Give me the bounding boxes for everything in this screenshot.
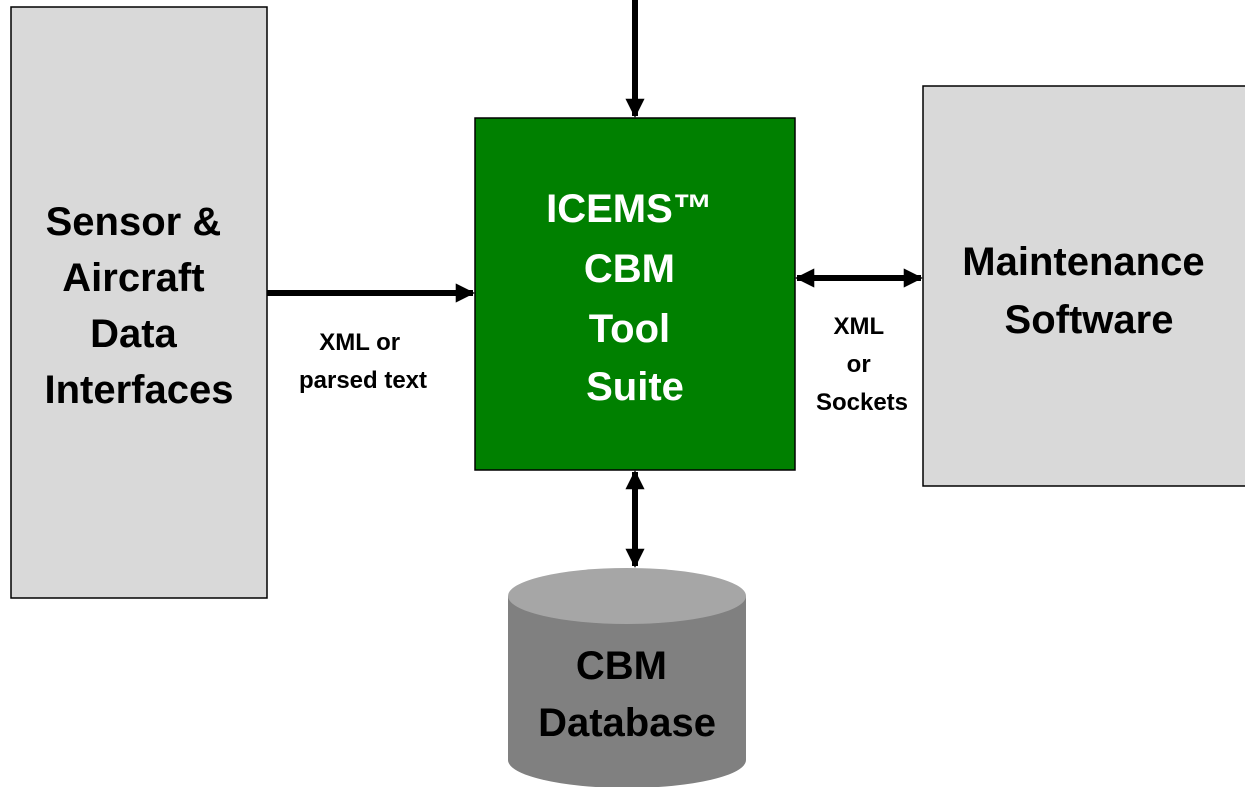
maintenance-edge-label-line-2: or bbox=[847, 351, 871, 378]
icems-tool-suite-node: ICEMS™ CBM Tool Suite bbox=[474, 117, 796, 471]
maintenance-label-line-1: Maintenance bbox=[962, 240, 1204, 284]
maintenance-edge-label-line-3: Sockets bbox=[816, 389, 908, 416]
sensor-edge-label-line-2: parsed text bbox=[299, 367, 427, 394]
svg-text:ICEMS™ CBM Tool: ICEMS™ CBM Tool Suite bbox=[546, 187, 724, 409]
sensor-label-line-3: Data bbox=[90, 312, 177, 356]
svg-text:Sensor & Aircraft: Sensor & Aircraft Data Interfaces bbox=[45, 200, 234, 412]
core-label-line-4: Suite bbox=[586, 365, 684, 409]
database-top bbox=[508, 568, 746, 624]
svg-text:CBM Database: CBM Database bbox=[538, 644, 716, 745]
sensor-edge-label-line-1: XML or bbox=[319, 329, 400, 356]
core-label-line-2: CBM bbox=[584, 247, 675, 291]
maintenance-edge-label-line-1: XML bbox=[834, 313, 884, 340]
sensor-label-line-1: Sensor & bbox=[46, 200, 222, 244]
sensor-label-line-4: Interfaces bbox=[45, 368, 234, 412]
maintenance-label-line-2: Software bbox=[1005, 298, 1174, 342]
svg-text:Maintenance Software: Maintenance Software bbox=[962, 240, 1215, 342]
svg-text:XML or Sockets: XML or Sockets bbox=[816, 313, 908, 416]
sensor-label-line-2: Aircraft bbox=[62, 256, 204, 300]
database-body bbox=[508, 596, 746, 787]
core-label-line-1: ICEMS™ bbox=[546, 187, 713, 231]
maintenance-software-node: Maintenance Software bbox=[922, 85, 1245, 487]
core-label-line-3: Tool bbox=[589, 307, 670, 351]
cbm-database-node: CBM Database bbox=[508, 568, 746, 787]
database-label-line-1: CBM bbox=[576, 644, 667, 688]
svg-text:XML or parsed text: XML or parsed text bbox=[299, 329, 427, 394]
database-label-line-2: Database bbox=[538, 701, 716, 745]
sensor-interfaces-node: Sensor & Aircraft Data Interfaces bbox=[10, 6, 268, 599]
